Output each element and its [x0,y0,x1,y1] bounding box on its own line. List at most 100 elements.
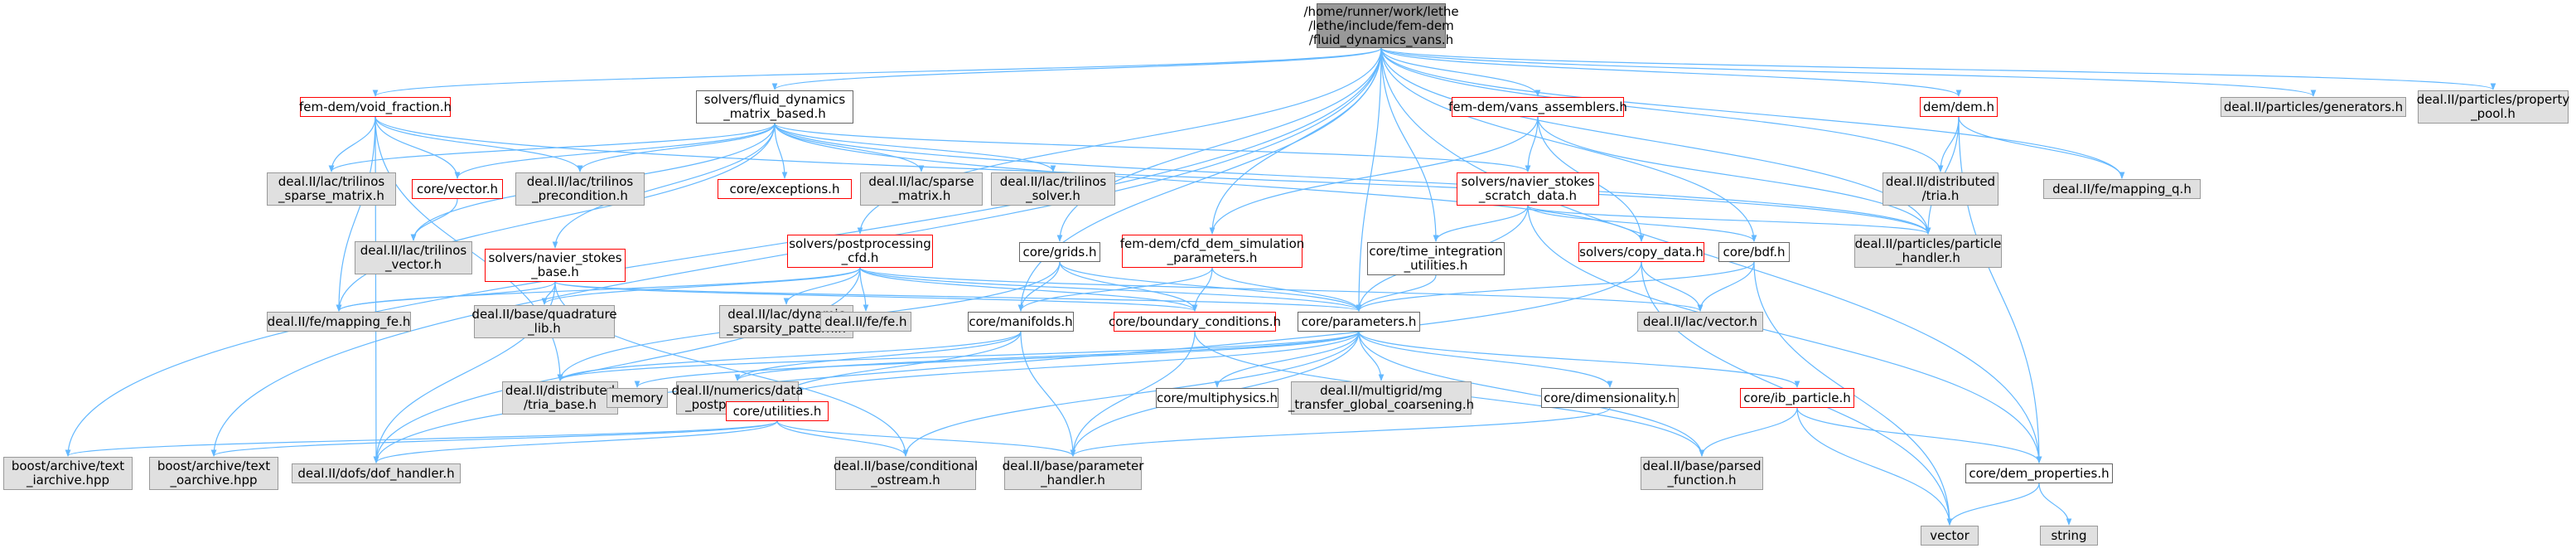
edge-fluid_matrix-to-trilinos_sparse [328,123,776,172]
dem-node[interactable]: dem/dem.h [1920,97,1998,117]
edge-postprocessing-to-dof_handler [373,267,861,463]
edge-fluid_matrix-to-core_vector [454,123,776,179]
navier-stokes-scratch-data-node[interactable]: solvers/navier_stokes _scratch_data.h [1457,172,1599,206]
edge-fluid_matrix-to-exceptions [774,123,788,179]
edge-parameters-to-conditional_ostream [902,331,1360,457]
trilinos-solver-node[interactable]: deal.II/lac/trilinos _solver.h [991,172,1115,206]
time-integration-utilities-node[interactable]: core/time_integration _utilities.h [1367,242,1505,275]
particles-generators-node[interactable]: deal.II/particles/generators.h [2221,97,2406,117]
memory-node[interactable]: memory [607,388,668,408]
edge-utilities-to-conditional_ostream [776,420,909,457]
edge-ns_scratch-to-particle_handler [1527,205,1931,235]
core-parameters-node[interactable]: core/parameters.h [1298,312,1420,332]
void-fraction-node[interactable]: fem-dem/void_fraction.h [299,97,452,117]
edge-parameters-to-mg_transfer [1358,331,1385,381]
edge-copy_data-to-lac_vector [1641,261,1704,312]
edge-postprocessing-to-fe_fe [859,267,869,312]
edge-ib_particle-to-dem_properties [1796,407,2042,463]
core-manifolds-node[interactable]: core/manifolds.h [968,312,1074,332]
edge-root-to-void_fraction [372,47,1382,97]
distributed-tria-base-node[interactable]: deal.II/distributed /tria_base.h [502,381,618,415]
string-node[interactable]: string [2040,526,2098,546]
navier-stokes-base-node[interactable]: solvers/navier_stokes _base.h [485,249,626,282]
root-file-label: /home/runner/work/lethe /lethe/include/f… [1303,3,1459,47]
edge-void_fraction-to-fe_mapping_fe [336,116,376,312]
edge-ns_scratch-to-dem_properties [1527,205,2042,463]
trilinos-sparse-matrix-node[interactable]: deal.II/lac/trilinos _sparse_matrix.h [267,172,396,206]
edge-void_fraction-to-particle_handler [375,116,1931,235]
edge-manifolds-to-tria_base [557,331,1022,381]
edge-parameters-to-dimensionality [1358,331,1613,388]
boundary-conditions-node[interactable]: core/boundary_conditions.h [1109,312,1281,332]
edge-void_fraction-to-core_vector [375,116,461,179]
core-vector-node[interactable]: core/vector.h [412,179,503,199]
edge-dem-to-dem_properties [1958,116,2042,463]
edge-root-to-particle_handler [1380,47,1931,235]
edge-ns_base-to-quadrature_lib [541,281,556,305]
edge-dimensionality-to-parameter_handler [1070,407,1611,457]
vector-node[interactable]: vector [1921,526,1979,546]
fe-mapping-q-node[interactable]: deal.II/fe/mapping_q.h [2043,179,2201,199]
edge-parameters-to-memory [634,331,1360,388]
core-dimensionality-node[interactable]: core/dimensionality.h [1541,388,1679,408]
edge-ns_base-to-boundary_conditions [554,281,1198,312]
edge-root-to-particles_generators [1380,47,2317,97]
core-grids-node[interactable]: core/grids.h [1019,242,1100,262]
ib-particle-node[interactable]: core/ib_particle.h [1740,388,1854,408]
particles-property-pool-node[interactable]: deal.II/particles/property _pool.h [2417,90,2569,124]
edge-postprocessing-to-quadrature_lib [541,267,861,305]
lac-vector-node[interactable]: deal.II/lac/vector.h [1637,312,1763,332]
edge-utilities-to-dof_handler [373,420,778,463]
cfd-dem-simulation-parameters-node[interactable]: fem-dem/cfd_dem_simulation _parameters.h [1120,235,1304,268]
fluid-dynamics-matrix-based-node[interactable]: solvers/fluid_dynamics _matrix_based.h [696,90,853,124]
core-utilities-node[interactable]: core/utilities.h [726,401,829,421]
edge-root-to-postprocessing [857,47,1382,235]
fe-fe-node[interactable]: deal.II/fe/fe.h [820,312,911,332]
core-multiphysics-node[interactable]: core/multiphysics.h [1156,388,1278,408]
edge-root-to-bdf [1380,47,1757,242]
edge-root-to-distributed_tria [1380,47,1944,172]
postprocessing-cfd-node[interactable]: solvers/postprocessing _cfd.h [787,235,933,268]
quadrature-lib-node[interactable]: deal.II/base/quadrature _lib.h [471,305,617,338]
edge-ns_base-to-parameters [554,281,1361,312]
edge-postprocessing-to-boundary_conditions [859,267,1198,312]
core-exceptions-node[interactable]: core/exceptions.h [718,179,852,199]
conditional-ostream-node[interactable]: deal.II/base/conditional _ostream.h [834,457,978,490]
edge-void_fraction-to-dof_handler [373,116,379,463]
dem-properties-node[interactable]: core/dem_properties.h [1965,463,2113,483]
edge-fluid_matrix-to-ns_base [552,123,776,249]
edge-fluid_matrix-to-particle_handler [774,123,1931,235]
parameter-handler-node[interactable]: deal.II/base/parameter _handler.h [1003,457,1143,490]
edge-fluid_matrix-to-ns_scratch [774,123,1531,172]
edge-time_integration-to-parameters [1356,274,1437,312]
particle-handler-node[interactable]: deal.II/particles/particle _handler.h [1854,235,2002,268]
copy-data-node[interactable]: solvers/copy_data.h [1578,242,1704,262]
edge-root-to-fe_mapping_q [1380,47,2125,179]
edge-parameters-to-multiphysics [1214,331,1360,388]
root-file-node[interactable]: /home/runner/work/lethe /lethe/include/f… [1303,3,1459,48]
lac-sparse-matrix-node[interactable]: deal.II/lac/sparse _matrix.h [860,172,983,206]
mg-transfer-global-coarsening-node[interactable]: deal.II/multigrid/mg _transfer_global_co… [1288,381,1474,415]
distributed-tria-node[interactable]: deal.II/distributed /tria.h [1882,172,1998,206]
edge-parameters-to-ib_particle [1358,331,1800,388]
core-bdf-node[interactable]: core/bdf.h [1718,242,1790,262]
edge-root-to-grids [1056,47,1382,242]
boost-text-oarchive-node[interactable]: boost/archive/text _oarchive.hpp [149,457,278,490]
edge-void_fraction-to-trilinos_sparse [328,116,376,172]
edge-postprocessing-to-fe_mapping_fe [336,267,861,312]
edge-parameters-to-utilities [774,331,1360,401]
edge-vans_assemblers-to-ns_scratch [1525,116,1539,172]
boost-text-iarchive-node[interactable]: boost/archive/text _iarchive.hpp [3,457,133,490]
edge-ib_particle-to-parsed_function [1699,407,1798,457]
edge-root-to-time_integration [1380,47,1439,242]
edge-root-to-fluid_matrix [771,47,1382,90]
edge-root-to-manifolds [1017,47,1382,312]
dof-handler-node[interactable]: deal.II/dofs/dof_handler.h [292,463,461,483]
trilinos-precondition-node[interactable]: deal.II/lac/trilinos _precondition.h [515,172,645,206]
trilinos-vector-node[interactable]: deal.II/lac/trilinos _vector.h [355,241,472,274]
edge-root-to-dem_properties [1380,47,2042,463]
parsed-function-node[interactable]: deal.II/base/parsed _function.h [1641,457,1763,490]
vans-assemblers-node[interactable]: fem-dem/vans_assemblers.h [1448,97,1627,117]
fe-mapping-fe-node[interactable]: deal.II/fe/mapping_fe.h [267,312,411,332]
edge-grids-to-parameters [1059,261,1362,312]
